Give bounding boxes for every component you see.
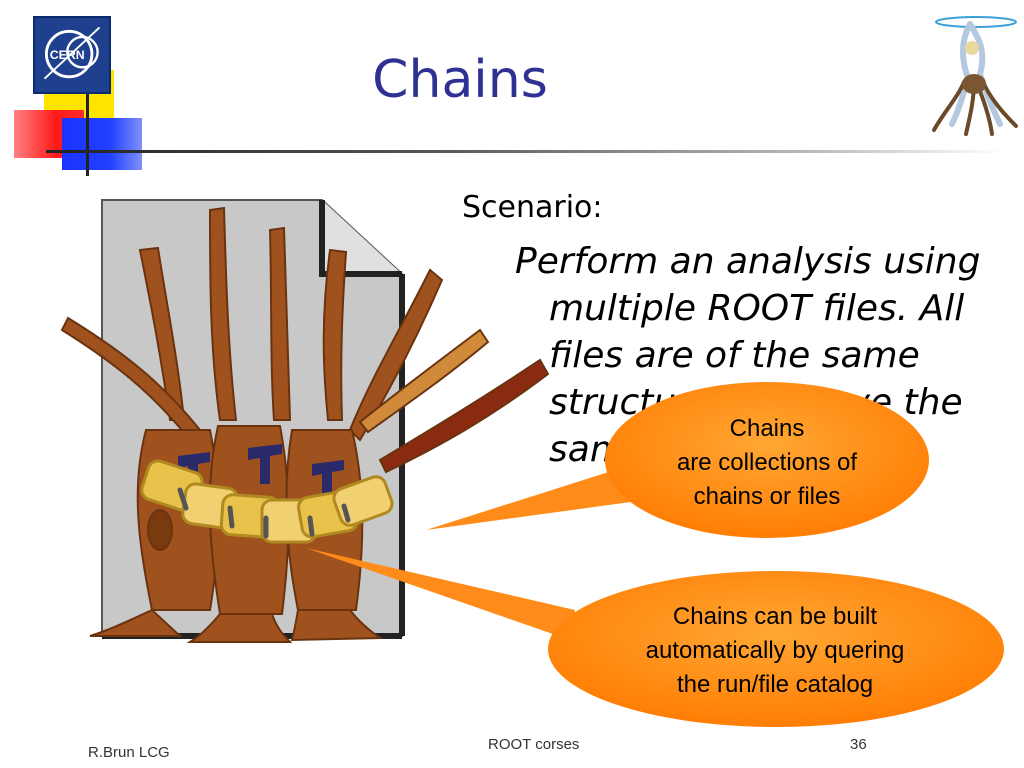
header-decoration-vertical-line [86,90,89,176]
callout-2-bubble [306,548,1004,727]
callout-1-line-1: Chains [729,415,805,442]
callout-1-line-3: chains or files [693,483,841,510]
chain-of-trees-figure [60,199,550,643]
cern-logo-icon: CERN [33,16,111,94]
callout-2-line-2: automatically by quering [645,637,905,664]
logo-text: CERN [50,48,85,62]
callout-1-bubble [426,382,929,538]
callout-chains-built: Chains can be built automatically by que… [560,600,990,702]
footer-page-number: 36 [850,736,867,753]
footer-course: ROOT corses [488,736,580,753]
callout-2-line-1: Chains can be built [672,603,878,630]
callout-1-line-2: are collections of [676,449,858,476]
root-mascot-icon [932,16,1018,136]
callout-chains-collections: Chains are collections of chains or file… [612,412,922,514]
footer-author: R.Brun LCG [88,744,170,761]
header-divider-line [46,150,1006,153]
header-decoration-blue [62,118,142,170]
slide-title: Chains [372,50,548,110]
scenario-heading: Scenario: [462,190,603,225]
callout-2-line-3: the run/file catalog [676,671,874,698]
chain-icon [140,459,394,544]
